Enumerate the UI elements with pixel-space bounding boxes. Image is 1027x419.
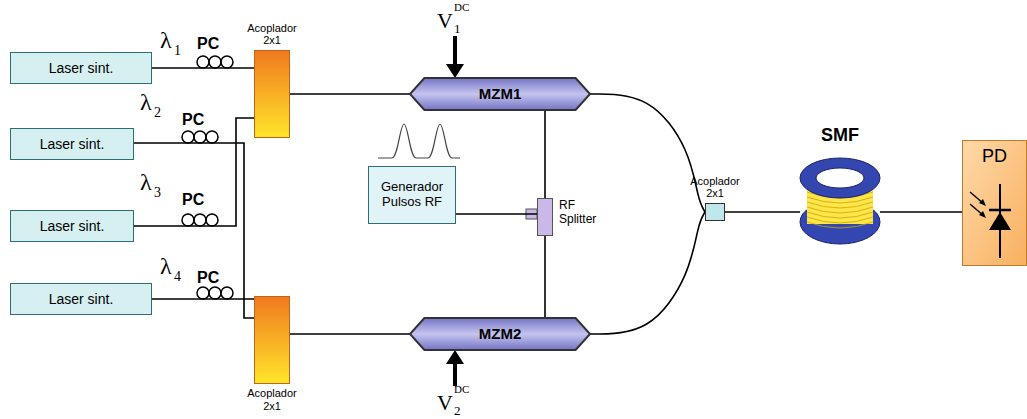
wavelength-symbol: λ — [160, 254, 172, 278]
fiber-loop — [206, 131, 218, 143]
voltage-symbol: V — [437, 10, 453, 32]
superscript-label: DC — [454, 2, 469, 13]
wavelength-symbol: λ — [160, 28, 172, 52]
fiber-loop — [209, 56, 221, 68]
node-label: Laser sint. — [43, 291, 120, 307]
component-label: PC — [197, 270, 219, 286]
spool-drawing — [800, 150, 880, 250]
superscript-label: DC — [454, 384, 469, 395]
node-label: Laser sint. — [34, 136, 111, 152]
laser-box: Laser sint. — [10, 52, 152, 84]
component-label: PC — [197, 36, 219, 52]
modulator-hexagon: MZM2 — [410, 318, 590, 350]
fiber-loop — [221, 56, 233, 68]
fiber-loop — [194, 214, 206, 226]
laser-box: Laser sint. — [10, 210, 134, 242]
modulator-hexagon: MZM1 — [410, 78, 590, 110]
fiber-connector — [456, 213, 537, 215]
pulse-shape — [378, 124, 460, 158]
splitter-box: RF Splitter — [537, 198, 553, 236]
voltage-symbol: V — [437, 392, 453, 414]
fiber-loop — [206, 214, 218, 226]
subscript-index: 3 — [154, 186, 161, 200]
coupler-box: Acoplador 2x1 — [254, 296, 290, 384]
component-label: PC — [182, 192, 204, 208]
component-label: PC — [182, 112, 204, 128]
fiber-connector — [544, 236, 546, 318]
fiber-connector — [590, 212, 705, 334]
node-label: Generador Pulsos RF — [369, 180, 455, 210]
subscript-index: 4 — [174, 270, 181, 284]
generator-box: Generador Pulsos RF — [368, 166, 456, 224]
node-label: RF Splitter — [559, 199, 611, 227]
fiber-loop — [182, 131, 194, 143]
fiber-connector — [152, 67, 254, 69]
fiber-connector — [152, 298, 254, 300]
laser-box: Laser sint. — [10, 283, 152, 315]
photodiode-box: PD — [962, 140, 1027, 266]
laser-box: Laser sint. — [10, 128, 134, 160]
coupler-box: Acoplador 2x1 — [254, 50, 290, 138]
fiber-connector — [725, 211, 800, 213]
subscript-index: 1 — [454, 22, 461, 35]
fiber-loop — [221, 287, 233, 299]
node-label: SMF — [810, 125, 870, 146]
fiber-loop — [197, 56, 209, 68]
fiber-loop — [197, 287, 209, 299]
wavelength-symbol: λ — [140, 170, 152, 194]
node-label: Laser sint. — [43, 60, 120, 76]
fiber-loop — [209, 287, 221, 299]
node-label: Acoplador 2x1 — [242, 22, 302, 47]
fiber-connector — [134, 118, 254, 226]
fiber-connector — [590, 94, 705, 212]
node-label: Acoplador 2x1 — [242, 387, 302, 412]
node-label: Laser sint. — [34, 218, 111, 234]
node-label: PD — [962, 146, 1027, 167]
coupler-box: Acoplador 2x1 — [705, 203, 725, 221]
fiber-connector — [290, 333, 410, 335]
subscript-index: 2 — [154, 106, 161, 120]
node-label: MZM2 — [473, 325, 528, 342]
fiber-connector — [544, 110, 546, 198]
subscript-index: 2 — [454, 404, 461, 417]
fiber-loop — [194, 131, 206, 143]
fiber-spool: SMF — [800, 150, 880, 250]
wavelength-symbol: λ — [140, 90, 152, 114]
node-label: Acoplador 2x1 — [685, 175, 745, 200]
fiber-loop — [182, 214, 194, 226]
node-label: MZM1 — [473, 85, 528, 102]
fiber-connector — [880, 211, 962, 213]
polarization-controller — [182, 56, 233, 299]
subscript-index: 1 — [174, 44, 181, 58]
fiber-connector — [290, 93, 410, 95]
